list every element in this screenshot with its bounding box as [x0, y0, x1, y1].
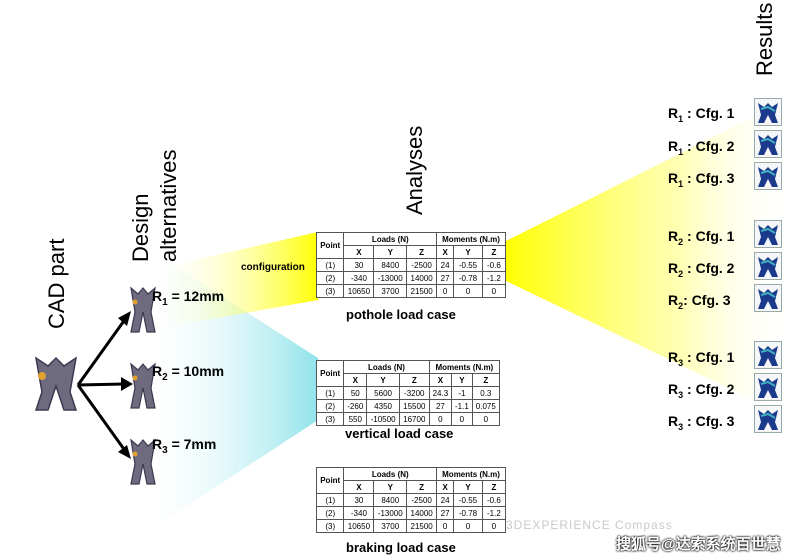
result-thumbnail: [754, 252, 782, 280]
radius-label-3: R3 = 7mm: [152, 436, 217, 456]
result-label: R2 : Cfg. 2: [668, 260, 735, 279]
result-label: R1 : Cfg. 3: [668, 170, 735, 189]
vertical-caption: vertical load case: [345, 426, 454, 441]
result-label: R2: Cfg. 3: [668, 292, 731, 311]
result-thumbnail: [754, 162, 782, 190]
result-label: R1 : Cfg. 1: [668, 105, 735, 124]
result-thumbnail: [754, 220, 782, 248]
radius-label-1: R1 = 12mm: [152, 288, 225, 308]
result-thumbnail: [754, 98, 782, 126]
result-label: R3 : Cfg. 3: [668, 413, 735, 432]
arrows: [76, 311, 133, 459]
result-thumbnail: [754, 284, 782, 312]
beam-results: [504, 96, 795, 420]
result-label: R2 : Cfg. 1: [668, 228, 735, 247]
analyses-label: Analyses: [402, 125, 427, 215]
result-thumbnail: [754, 341, 782, 369]
part-r3-icon: [130, 438, 156, 485]
cad-part-label: CAD part: [44, 238, 69, 329]
radius-label-2: R2 = 10mm: [152, 363, 225, 383]
result-thumbnail: [754, 130, 782, 158]
alternatives-label: alternatives: [156, 149, 181, 262]
watermark: 搜狐号@达索系统百世慧: [616, 536, 781, 553]
results-label: Results: [752, 2, 777, 76]
cad-part-icon: [34, 356, 78, 411]
part-r2-icon: [130, 362, 156, 409]
result-label: R1 : Cfg. 2: [668, 138, 735, 157]
part-r1-icon: [130, 286, 156, 333]
result-label: R3 : Cfg. 1: [668, 349, 735, 368]
pothole-caption: pothole load case: [346, 307, 456, 322]
result-label: R3 : Cfg. 2: [668, 381, 735, 400]
result-thumbnail: [754, 373, 782, 401]
faint-watermark: 3DEXPERIENCE Compass: [506, 518, 673, 532]
design-label: Design: [128, 193, 153, 262]
beam-pothole: [150, 232, 318, 330]
result-thumbnail: [754, 405, 782, 433]
configuration-label: configuration: [241, 262, 305, 273]
braking-caption: braking load case: [346, 540, 456, 555]
